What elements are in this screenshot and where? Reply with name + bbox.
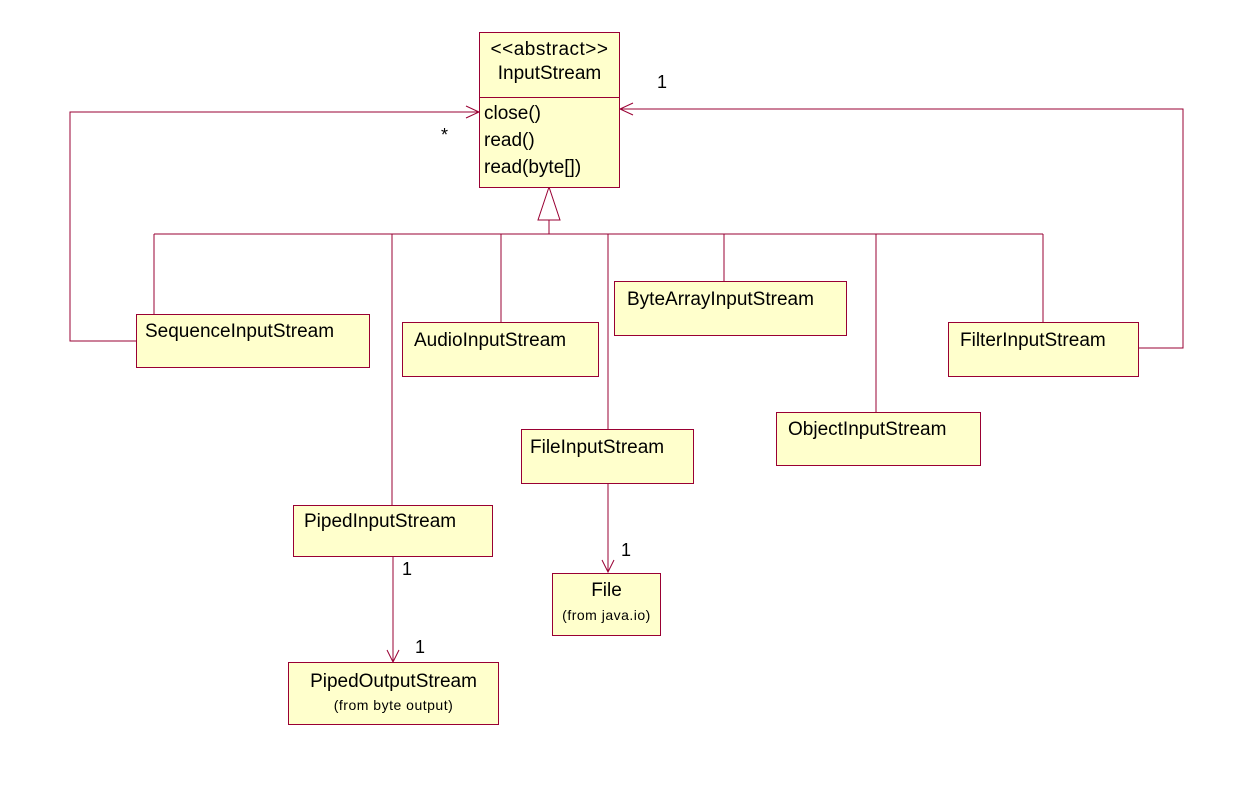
file-package: (from java.io) — [562, 607, 651, 623]
pipedinputstream-class[interactable]: PipedInputStream — [293, 505, 493, 557]
file-name: File — [591, 580, 622, 601]
pipedoutputstream-package: (from byte output) — [333, 697, 454, 713]
audioinputstream-name: AudioInputStream — [414, 330, 567, 351]
multiplicity-piped-source: 1 — [402, 559, 413, 579]
fileinputstream-class[interactable]: FileInputStream — [521, 429, 694, 484]
objectinputstream-class[interactable]: ObjectInputStream — [776, 412, 981, 466]
audioinputstream-class[interactable]: AudioInputStream — [402, 322, 599, 377]
pipedoutputstream-class[interactable]: PipedOutputStream (from byte output) — [288, 662, 499, 725]
multiplicity-file: 1 — [621, 540, 632, 560]
filterinputstream-class[interactable]: FilterInputStream — [948, 322, 1139, 377]
file-class[interactable]: File (from java.io) — [552, 573, 661, 636]
pipedinputstream-name: PipedInputStream — [304, 511, 457, 532]
multiplicity-filter-input: 1 — [657, 72, 668, 92]
file-association-arrowhead — [601, 559, 615, 574]
fileinputstream-name: FileInputStream — [530, 437, 665, 458]
operation-read: read() — [484, 130, 535, 151]
multiplicity-piped-target: 1 — [415, 637, 426, 657]
filterinputstream-name: FilterInputStream — [960, 330, 1106, 351]
generalization-arrowhead — [537, 185, 561, 221]
inputstream-class[interactable]: <<abstract>> InputStream close() read() … — [479, 32, 620, 188]
multiplicity-sequence-input: * — [441, 125, 449, 145]
bytearrayinputstream-class[interactable]: ByteArrayInputStream — [614, 281, 847, 336]
inputstream-stereotype: <<abstract>> — [490, 39, 609, 60]
inputstream-name: InputStream — [497, 63, 602, 84]
inputstream-operations: close() read() read(byte[]) — [480, 97, 619, 181]
sequenceinputstream-class[interactable]: SequenceInputStream — [136, 314, 370, 368]
filter-association-line — [620, 108, 1184, 349]
filter-association-arrowhead — [618, 102, 634, 116]
sequenceinputstream-name: SequenceInputStream — [145, 321, 335, 342]
pipedoutputstream-name: PipedOutputStream — [310, 671, 477, 692]
operation-read-bytes: read(byte[]) — [484, 157, 582, 178]
bytearrayinputstream-name: ByteArrayInputStream — [627, 289, 814, 310]
objectinputstream-name: ObjectInputStream — [788, 419, 947, 440]
sequence-association-line — [69, 111, 479, 342]
operation-close: close() — [484, 103, 542, 124]
